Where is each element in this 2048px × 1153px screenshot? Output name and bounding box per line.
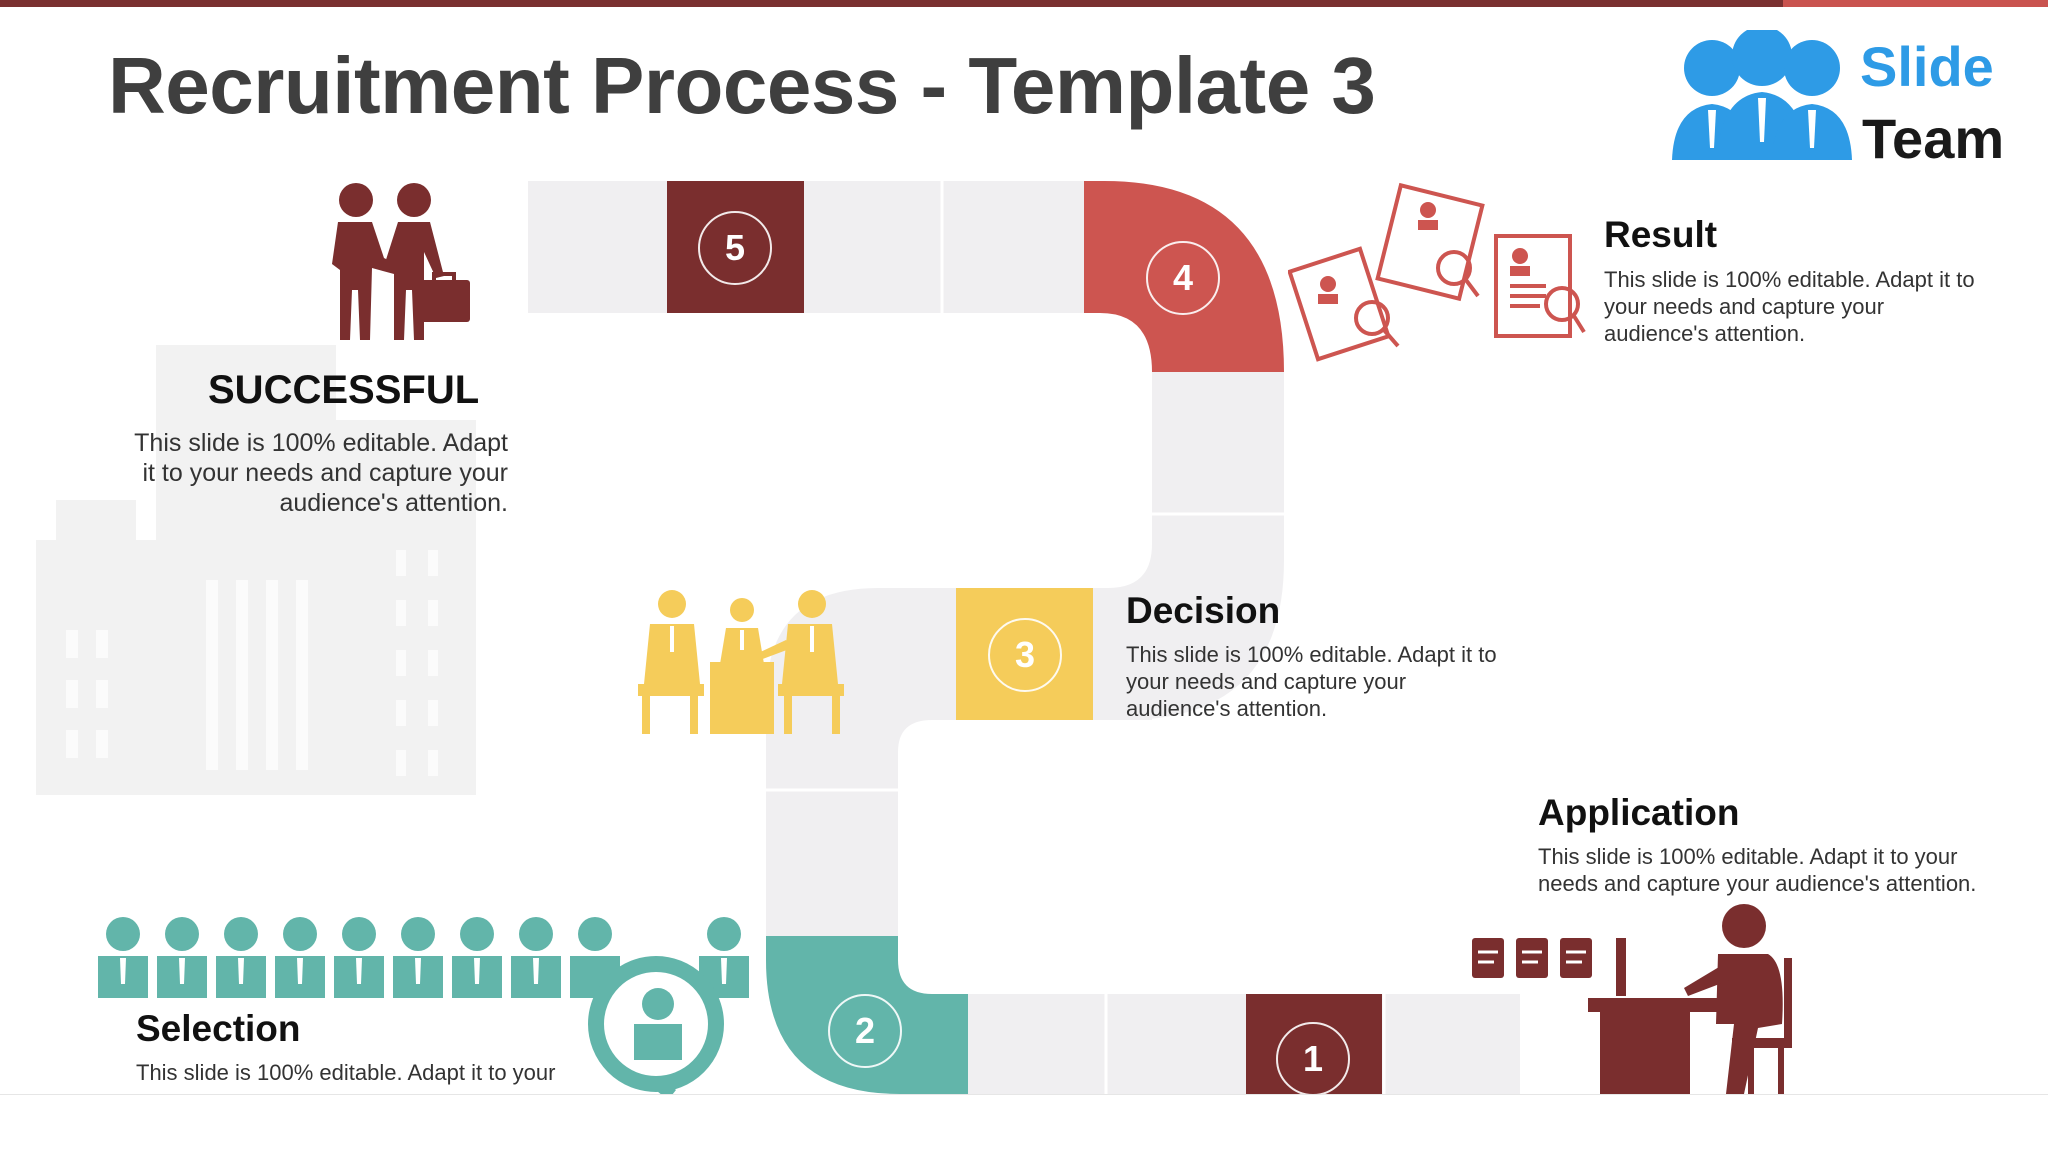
successful-heading: SUCCESSFUL	[208, 368, 480, 412]
handshake-icon	[332, 183, 470, 340]
resumes-search-icon	[1288, 182, 1586, 362]
people-logo-icon	[1672, 30, 1852, 160]
logo-word-team: Team	[1862, 107, 2005, 170]
successful-description: This slide is 100% editable. Adapt it to…	[134, 429, 508, 517]
candidates-search-icon	[98, 917, 749, 1100]
result-heading: Result	[1604, 214, 1718, 255]
office-worker-icon	[1472, 904, 1792, 1094]
application-heading: Application	[1538, 792, 1740, 833]
result-description: This slide is 100% editable. Adapt it to…	[1604, 267, 1975, 346]
meeting-icon	[638, 590, 844, 734]
step-5-number: 5	[698, 211, 772, 285]
step-3-number: 3	[988, 618, 1062, 692]
slide-title: Recruitment Process - Template 3	[108, 41, 1376, 130]
slide-bottom-edge	[0, 1094, 2048, 1153]
step-4-number: 4	[1146, 241, 1220, 315]
selection-heading: Selection	[136, 1008, 301, 1049]
building-silhouette	[36, 345, 476, 795]
slideteam-logo: Slide Team	[1662, 30, 2022, 170]
decision-heading: Decision	[1126, 590, 1281, 631]
step-1-number: 1	[1276, 1022, 1350, 1096]
step-2-number: 2	[828, 994, 902, 1068]
decision-description: This slide is 100% editable. Adapt it to…	[1126, 642, 1497, 721]
top-accent-segment	[1783, 0, 2048, 7]
top-accent-bar	[0, 0, 2048, 7]
selection-description: This slide is 100% editable. Adapt it to…	[136, 1060, 556, 1085]
logo-word-slide: Slide	[1860, 35, 1994, 98]
application-description: This slide is 100% editable. Adapt it to…	[1538, 844, 1977, 896]
